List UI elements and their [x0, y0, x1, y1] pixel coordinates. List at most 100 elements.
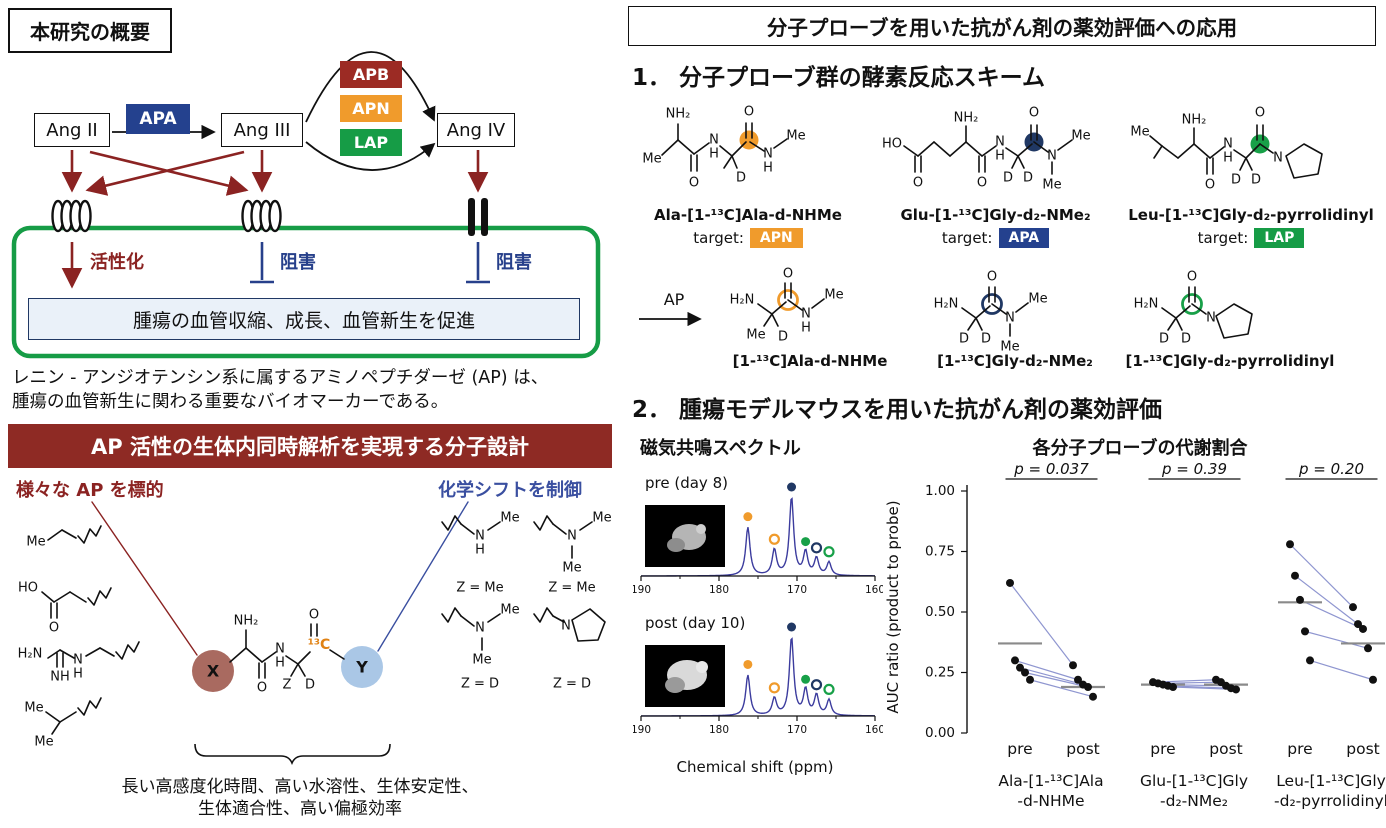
svg-text:Z = D: Z = D [553, 677, 591, 692]
svg-text:N: N [1206, 311, 1216, 326]
group-label-2-line1: Glu-[1-¹³C]Gly [1139, 772, 1249, 790]
svg-text:Me: Me [562, 561, 581, 576]
svg-text:Y: Y [355, 658, 368, 677]
svg-text:H₂N: H₂N [1134, 297, 1159, 312]
group-label-3-line1: Leu-[1-¹³C]Gly [1276, 772, 1386, 790]
target-badge-apa: APA [998, 228, 1050, 248]
svg-text:H: H [763, 161, 773, 176]
svg-text:post: post [1209, 740, 1242, 758]
svg-text:0.00: 0.00 [925, 725, 955, 741]
svg-text:Z = Me: Z = Me [456, 581, 503, 596]
svg-text:Me: Me [1042, 178, 1061, 193]
svg-text:O: O [257, 681, 267, 696]
svg-text:Me: Me [472, 653, 491, 668]
arrow-ang3-receptor1 [85, 150, 245, 196]
product-name-2: [1-¹³C]Gly-d₂-NMe₂ [937, 352, 1093, 370]
svg-text:D: D [1159, 332, 1169, 347]
svg-text:pre: pre [1150, 740, 1175, 758]
right-title: 分子プローブを用いた抗がん剤の薬効評価への応用 [628, 6, 1376, 46]
node-ang4: Ang IV [437, 113, 515, 147]
svg-text:0.75: 0.75 [925, 544, 955, 560]
svg-text:¹³C: ¹³C [308, 637, 331, 653]
svg-text:Me: Me [26, 535, 45, 550]
enzyme-badge-apb: APB [340, 61, 402, 88]
group-label-1-line1: Ala-[1-¹³C]Ala [998, 772, 1104, 790]
node-ang2: Ang II [34, 113, 110, 147]
svg-text:p = 0.20: p = 0.20 [1298, 460, 1364, 478]
svg-text:D: D [1003, 171, 1013, 186]
svg-text:H: H [275, 656, 285, 671]
svg-text:H: H [73, 667, 83, 682]
section1-heading: 1． 分子プローブ群の酵素反応スキーム [632, 65, 1045, 91]
target-prefix-2: target: [941, 229, 993, 247]
svg-text:O: O [913, 176, 923, 191]
product-name-3: [1-¹³C]Gly-d₂-pyrrolidinyl [1125, 352, 1335, 370]
svg-text:post: post [1066, 740, 1099, 758]
activation-label: 活性化 [90, 252, 144, 273]
ras-pathway-diagram [11, 51, 601, 359]
svg-text:N: N [1005, 311, 1015, 326]
svg-text:O: O [49, 621, 59, 636]
tumor-effect-box: 腫瘍の血管収縮、成長、血管新生を促進 [28, 298, 580, 340]
arrow-arc-upper [305, 51, 436, 123]
svg-text:H₂N: H₂N [18, 647, 43, 662]
design-banner: AP 活性の生体内同時解析を実現する分子設計 [8, 424, 612, 468]
spectrum-pre-label: pre (day 8) [645, 474, 728, 492]
svg-text:N: N [73, 653, 83, 668]
inhibition-label-1: 阻害 [280, 252, 316, 273]
spectrum-xaxis-label: Chemical shift (ppm) [676, 758, 834, 776]
svg-text:O: O [1205, 178, 1215, 193]
svg-text:D: D [1251, 173, 1261, 188]
chemical-shift-control-label: 化学シフトを制御 [438, 480, 582, 501]
target-badge-lap: LAP [1254, 228, 1305, 248]
svg-text:O: O [309, 608, 319, 623]
svg-text:NH₂: NH₂ [234, 614, 259, 629]
svg-text:O: O [1187, 270, 1197, 285]
svg-text:NH₂: NH₂ [1182, 113, 1207, 128]
svg-text:N: N [1223, 137, 1233, 152]
svg-text:D: D [959, 332, 969, 347]
svg-text:Z: Z [283, 678, 292, 693]
svg-text:N: N [801, 307, 811, 322]
target-prefix-1: target: [693, 229, 744, 247]
ap-arrow-label: AP [663, 290, 685, 309]
svg-text:170: 170 [787, 724, 807, 736]
svg-text:N: N [709, 133, 719, 148]
plot-title: 各分子プローブの代謝割合 [1032, 438, 1248, 459]
pathway-caption-line1: レニン - アンジオテンシン系に属するアミノペプチダーゼ (AP) は、 [12, 368, 549, 388]
svg-text:Me: Me [1071, 129, 1090, 144]
ap-reaction-arrow [639, 311, 702, 327]
svg-text:D: D [1231, 173, 1241, 188]
svg-text:O: O [977, 176, 987, 191]
spectrum-post-label: post (day 10) [645, 614, 746, 632]
svg-text:N: N [1273, 151, 1283, 166]
svg-text:180: 180 [709, 724, 729, 736]
svg-text:N: N [763, 147, 773, 162]
svg-text:D: D [981, 332, 991, 347]
svg-text:H₂N: H₂N [934, 297, 959, 312]
svg-text:1.00: 1.00 [925, 483, 955, 499]
svg-text:180: 180 [709, 584, 729, 596]
svg-text:O: O [744, 105, 754, 120]
svg-text:Me: Me [24, 701, 43, 716]
svg-text:p = 0.037: p = 0.037 [1013, 460, 1089, 478]
svg-text:N: N [567, 529, 577, 544]
svg-text:HO: HO [882, 137, 902, 152]
svg-text:HO: HO [18, 581, 38, 596]
svg-text:H: H [709, 147, 719, 162]
svg-text:O: O [1029, 106, 1039, 121]
section2-heading: 2． 腫瘍モデルマウスを用いた抗がん剤の薬効評価 [632, 397, 1163, 423]
svg-text:Me: Me [34, 735, 53, 750]
overview-title: 本研究の概要 [8, 8, 172, 53]
svg-text:Me: Me [1000, 340, 1019, 355]
svg-text:pre: pre [1287, 740, 1312, 758]
enzyme-badge-apn: APN [340, 95, 402, 122]
